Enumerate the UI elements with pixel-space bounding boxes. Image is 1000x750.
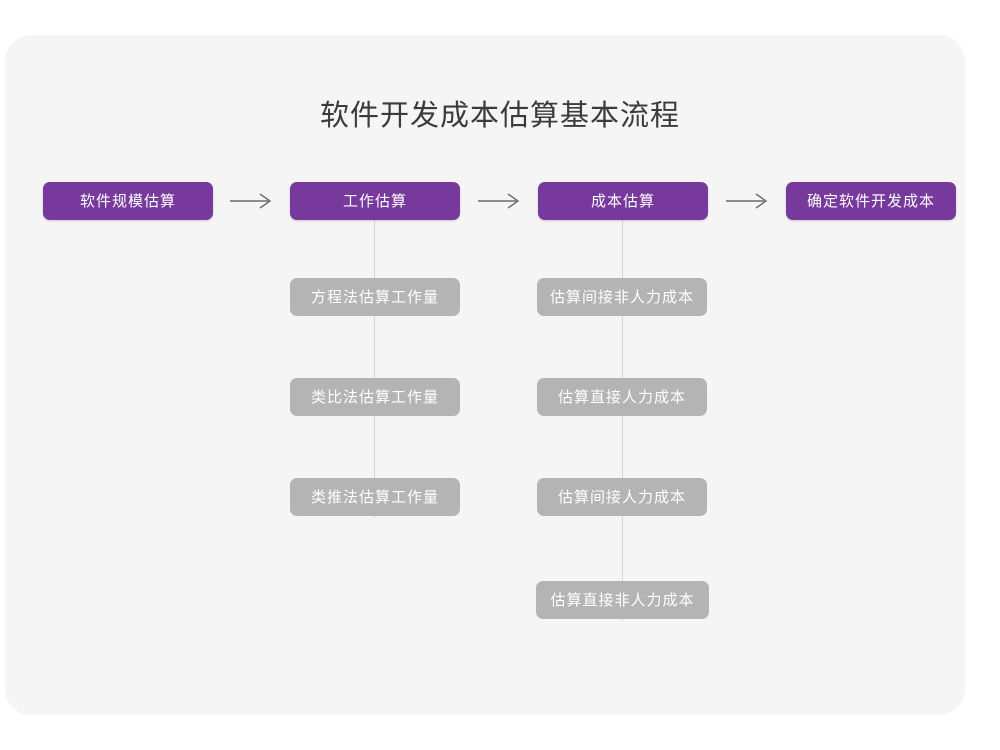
connector-line-work	[374, 218, 376, 518]
arrow-right-icon-1	[228, 190, 276, 212]
branch-box-work-equation-method[interactable]: 方程法估算工作量	[290, 278, 460, 316]
branch-box-work-analogy-method[interactable]: 类比法估算工作量	[290, 378, 460, 416]
step-box-work-estimation[interactable]: 工作估算	[290, 182, 460, 220]
branch-label: 类比法估算工作量	[310, 388, 439, 406]
step-box-software-scale-estimation[interactable]: 软件规模估算	[43, 182, 213, 220]
connector-line-cost	[622, 218, 624, 621]
branch-label: 估算间接非人力成本	[549, 288, 694, 306]
arrow-right-icon-3	[724, 190, 772, 212]
branch-label: 估算直接人力成本	[557, 388, 686, 406]
page-title: 软件开发成本估算基本流程	[319, 100, 680, 132]
branch-box-indirect-labor-cost[interactable]: 估算间接人力成本	[537, 478, 707, 516]
diagram-card-background	[5, 35, 965, 715]
branch-box-direct-nonlabor-cost[interactable]: 估算直接非人力成本	[536, 581, 709, 619]
step-label: 成本估算	[590, 192, 655, 210]
branch-box-direct-labor-cost[interactable]: 估算直接人力成本	[537, 378, 707, 416]
branch-label: 估算间接人力成本	[557, 488, 686, 506]
step-label: 软件规模估算	[79, 192, 176, 210]
branch-box-indirect-nonlabor-cost[interactable]: 估算间接非人力成本	[537, 278, 707, 316]
step-label: 确定软件开发成本	[806, 192, 935, 210]
branch-label: 估算直接非人力成本	[550, 591, 695, 609]
branch-label: 类推法估算工作量	[310, 488, 439, 506]
step-label: 工作估算	[342, 192, 407, 210]
step-box-cost-estimation[interactable]: 成本估算	[538, 182, 708, 220]
arrow-right-icon-2	[476, 190, 524, 212]
branch-label: 方程法估算工作量	[310, 288, 439, 306]
step-box-determine-development-cost[interactable]: 确定软件开发成本	[786, 182, 956, 220]
branch-box-work-inference-method[interactable]: 类推法估算工作量	[290, 478, 460, 516]
